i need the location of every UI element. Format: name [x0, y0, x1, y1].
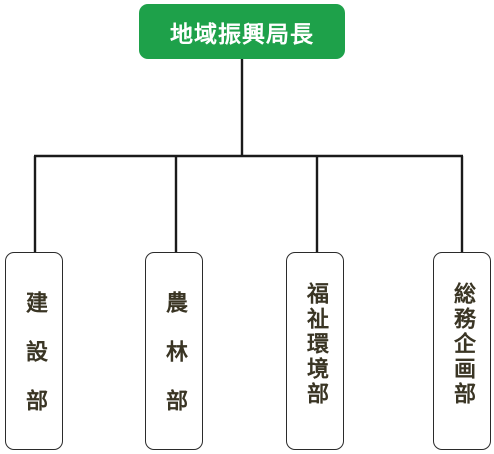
dept-label-general-affairs-planning: 総務企画部 [450, 282, 475, 407]
dept-label-construction: 建設部 [22, 291, 47, 438]
root-node-label: 地域振興局長 [170, 21, 314, 48]
root-node-director: 地域振興局長 [139, 4, 345, 59]
dept-node-agriculture-forestry: 農林部 [145, 252, 203, 450]
dept-node-welfare-environment: 福祉環境部 [286, 252, 344, 450]
dept-label-welfare-environment: 福祉環境部 [303, 282, 328, 407]
dept-label-agriculture-forestry: 農林部 [162, 291, 187, 438]
dept-node-general-affairs-planning: 総務企画部 [433, 252, 491, 450]
dept-node-construction: 建設部 [5, 252, 63, 450]
